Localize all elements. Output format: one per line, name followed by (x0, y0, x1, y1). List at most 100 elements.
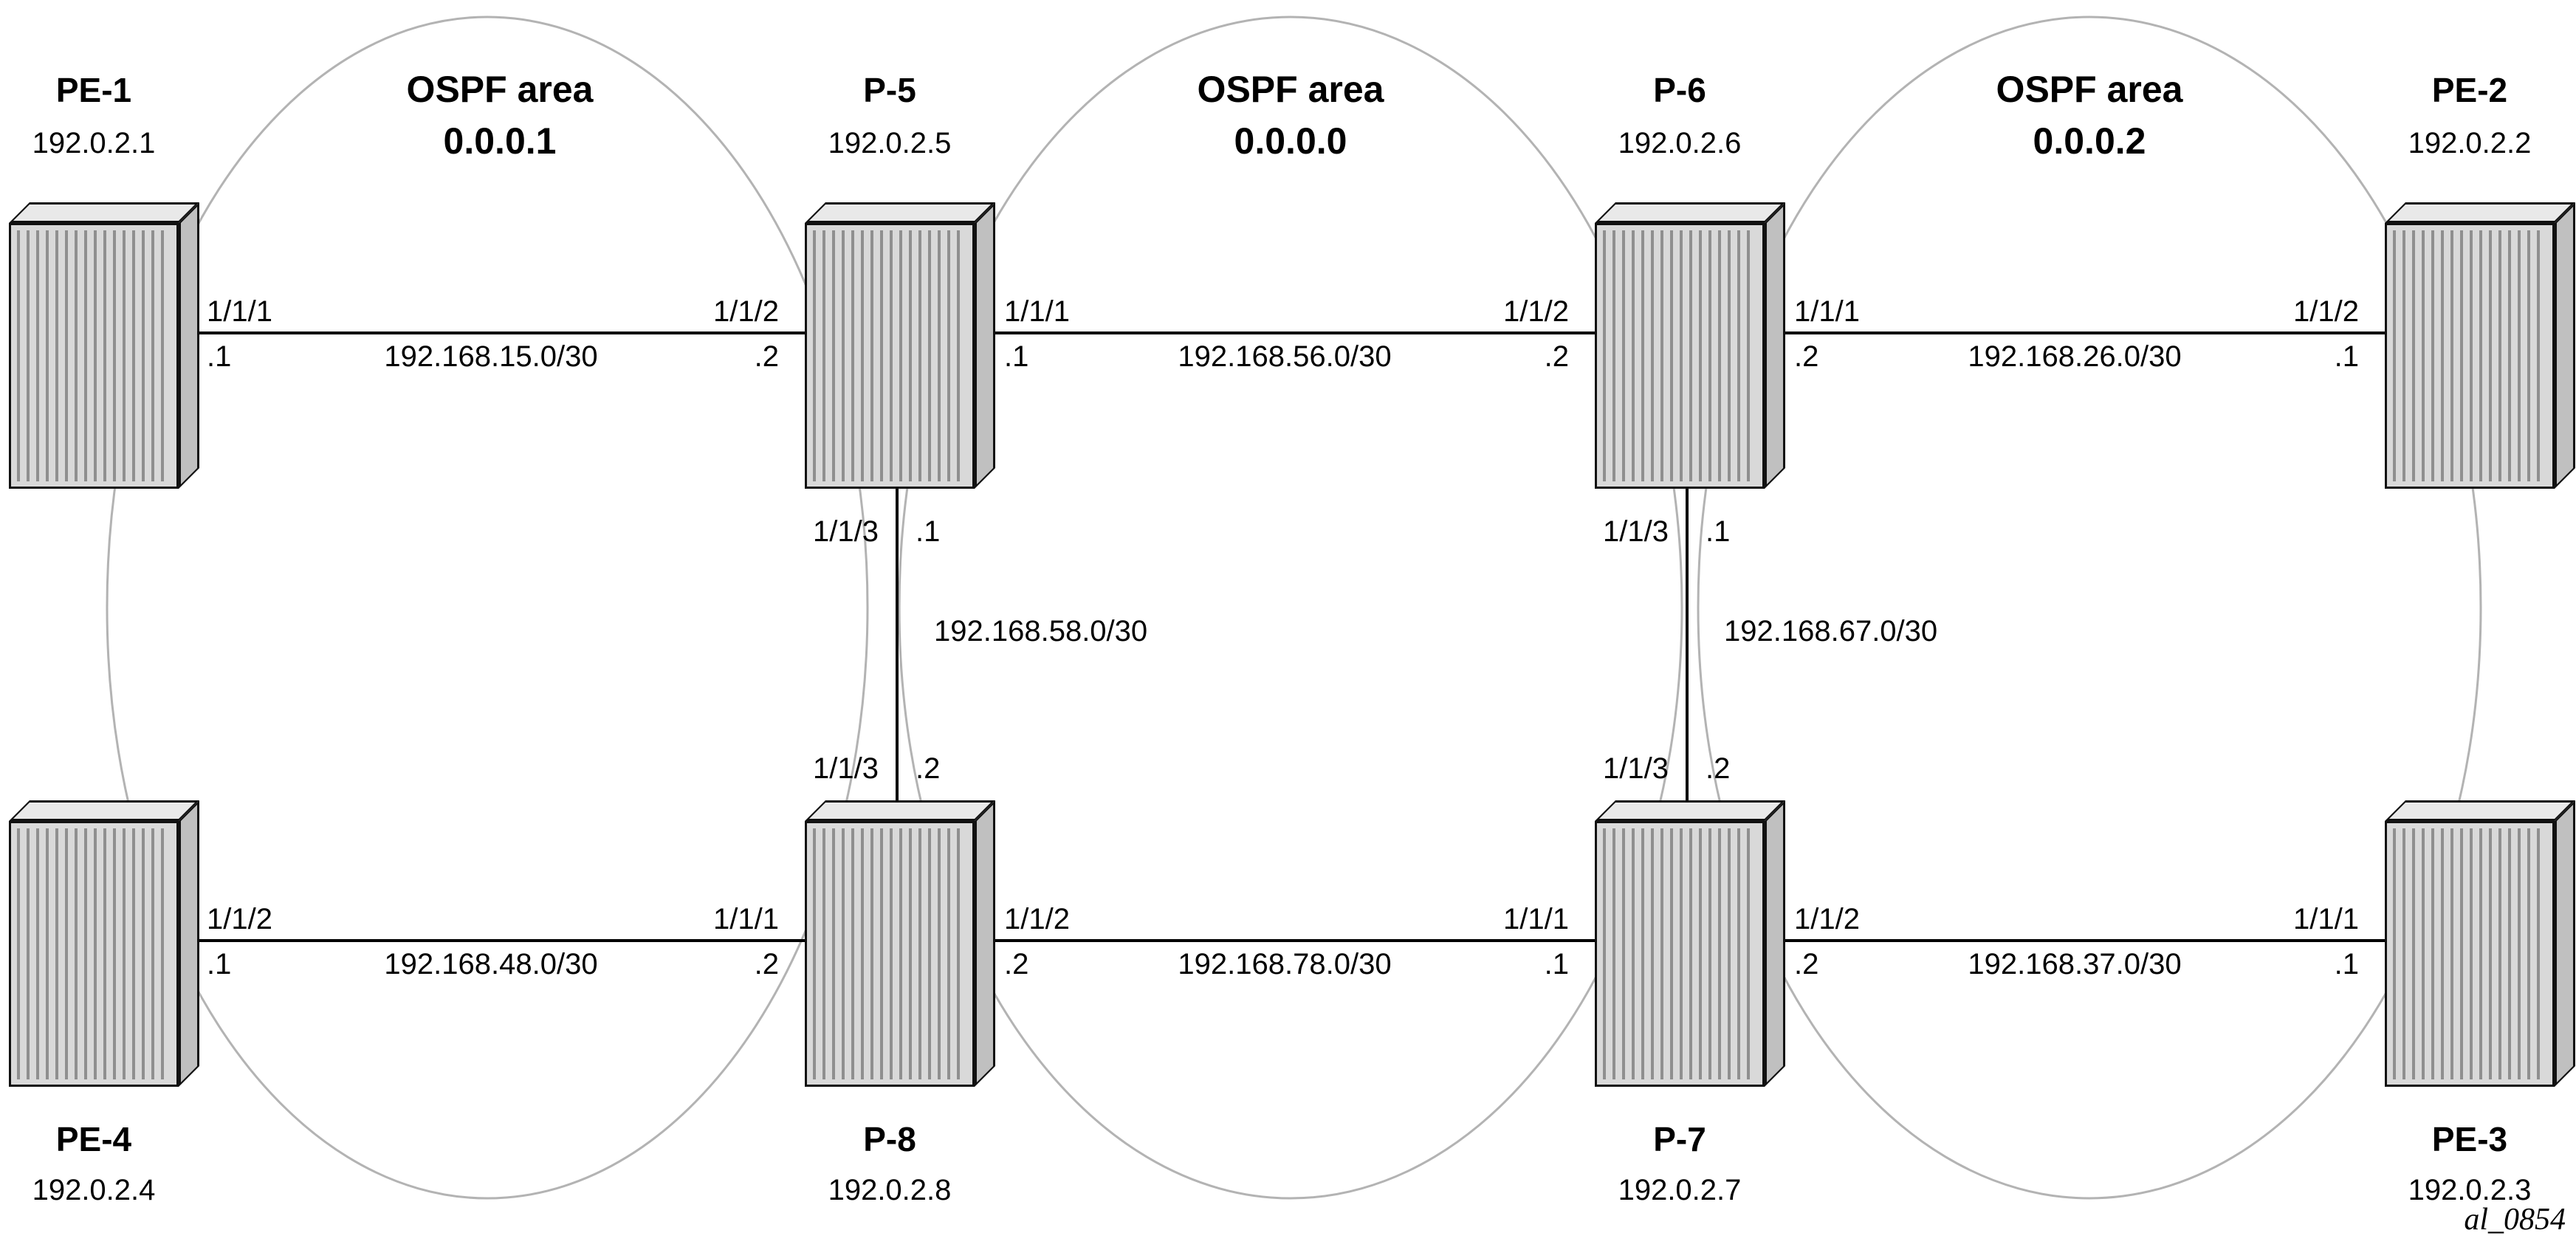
port-label: 1/1/3 (813, 752, 879, 785)
router-front-face (805, 821, 975, 1087)
port-label: 1/1/3 (1603, 752, 1669, 785)
router-ribs (1603, 828, 1756, 1079)
router-side-face (179, 202, 199, 489)
address-label: .1 (916, 515, 941, 548)
router-name-pe2: PE-2 (2431, 71, 2508, 109)
router-ip-pe2: 192.0.2.2 (2408, 127, 2532, 159)
router-side-face (1765, 800, 1785, 1087)
address-label: .2 (1794, 340, 1819, 373)
port-label: 1/1/2 (713, 295, 779, 328)
router-front-face (2385, 821, 2555, 1087)
router-top-face (1595, 202, 1785, 223)
router-ribs (2393, 230, 2546, 481)
ospf-area-1-title: OSPF area (406, 69, 594, 110)
router-pe3 (2385, 799, 2576, 1088)
ospf-area-2-title: OSPF area (1996, 69, 2183, 110)
port-label: 1/1/1 (1794, 295, 1860, 328)
port-label: 1/1/1 (1004, 295, 1070, 328)
port-label: 1/1/1 (2293, 903, 2359, 935)
ospf-area-2-id: 0.0.0.2 (2033, 120, 2146, 162)
subnet-label: 192.168.48.0/30 (384, 948, 598, 980)
router-name-p5: P-5 (863, 71, 916, 109)
router-ribs (17, 828, 171, 1079)
router-top-face (2385, 800, 2575, 821)
port-label: 1/1/3 (1603, 515, 1669, 548)
subnet-label: 192.168.37.0/30 (1968, 948, 2182, 980)
ospf-area-2-ellipse (1697, 16, 2482, 1200)
router-top-face (9, 800, 199, 821)
subnet-label: 192.168.67.0/30 (1724, 615, 1938, 647)
address-label: .1 (1544, 948, 1569, 980)
router-side-face (2555, 800, 2575, 1087)
ospf-area-0-ellipse (898, 16, 1683, 1200)
router-name-p8: P-8 (863, 1120, 916, 1158)
router-ip-pe1: 192.0.2.1 (32, 127, 156, 159)
router-ip-p7: 192.0.2.7 (1618, 1174, 1742, 1206)
router-side-face (1765, 202, 1785, 489)
router-p8 (805, 799, 997, 1088)
address-label: .1 (207, 340, 232, 373)
port-label: 1/1/3 (813, 515, 879, 548)
ospf-area-1-id: 0.0.0.1 (443, 120, 557, 162)
subnet-label: 192.168.56.0/30 (1178, 340, 1392, 373)
router-name-p6: P-6 (1653, 71, 1706, 109)
port-label: 1/1/1 (713, 903, 779, 935)
router-pe4 (9, 799, 201, 1088)
router-front-face (9, 821, 179, 1087)
router-pe1 (9, 201, 201, 490)
router-name-pe4: PE-4 (55, 1120, 132, 1158)
router-ip-p6: 192.0.2.6 (1618, 127, 1742, 159)
ospf-area-0-id: 0.0.0.0 (1234, 120, 1347, 162)
port-label: 1/1/1 (1503, 903, 1569, 935)
address-label: .1 (2334, 340, 2359, 373)
router-ip-p5: 192.0.2.5 (828, 127, 952, 159)
router-top-face (805, 202, 995, 223)
address-label: .1 (2334, 948, 2359, 980)
router-name-pe3: PE-3 (2431, 1120, 2508, 1158)
router-p5 (805, 201, 997, 490)
router-top-face (1595, 800, 1785, 821)
router-pe2 (2385, 201, 2576, 490)
router-p7 (1595, 799, 1787, 1088)
port-label: 1/1/2 (1004, 903, 1070, 935)
router-front-face (805, 223, 975, 489)
address-label: .2 (1004, 948, 1029, 980)
router-top-face (2385, 202, 2575, 223)
port-label: 1/1/2 (1503, 295, 1569, 328)
address-label: .2 (1794, 948, 1819, 980)
router-top-face (9, 202, 199, 223)
router-front-face (9, 223, 179, 489)
address-label: .2 (1706, 752, 1731, 785)
ospf-area-0-title: OSPF area (1197, 69, 1384, 110)
router-side-face (975, 202, 995, 489)
router-ip-p8: 192.0.2.8 (828, 1174, 952, 1206)
router-ribs (17, 230, 171, 481)
router-front-face (2385, 223, 2555, 489)
router-ribs (2393, 828, 2546, 1079)
router-ip-pe4: 192.0.2.4 (32, 1174, 156, 1206)
router-front-face (1595, 223, 1765, 489)
router-name-pe1: PE-1 (55, 71, 132, 109)
ospf-area-1-ellipse (106, 16, 869, 1200)
address-label: .1 (207, 948, 232, 980)
port-label: 1/1/2 (1794, 903, 1860, 935)
subnet-label: 192.168.26.0/30 (1968, 340, 2182, 373)
address-label: .2 (754, 340, 779, 373)
address-label: .2 (754, 948, 779, 980)
address-label: .1 (1004, 340, 1029, 373)
port-label: 1/1/2 (207, 903, 272, 935)
router-side-face (179, 800, 199, 1087)
figure-id-label: al_0854 (2464, 1203, 2566, 1237)
port-label: 1/1/1 (207, 295, 272, 328)
address-label: .2 (916, 752, 941, 785)
subnet-label: 192.168.78.0/30 (1178, 948, 1392, 980)
router-name-p7: P-7 (1653, 1120, 1706, 1158)
router-top-face (805, 800, 995, 821)
subnet-label: 192.168.15.0/30 (384, 340, 598, 373)
router-ribs (1603, 230, 1756, 481)
router-side-face (975, 800, 995, 1087)
router-front-face (1595, 821, 1765, 1087)
router-ribs (813, 230, 966, 481)
